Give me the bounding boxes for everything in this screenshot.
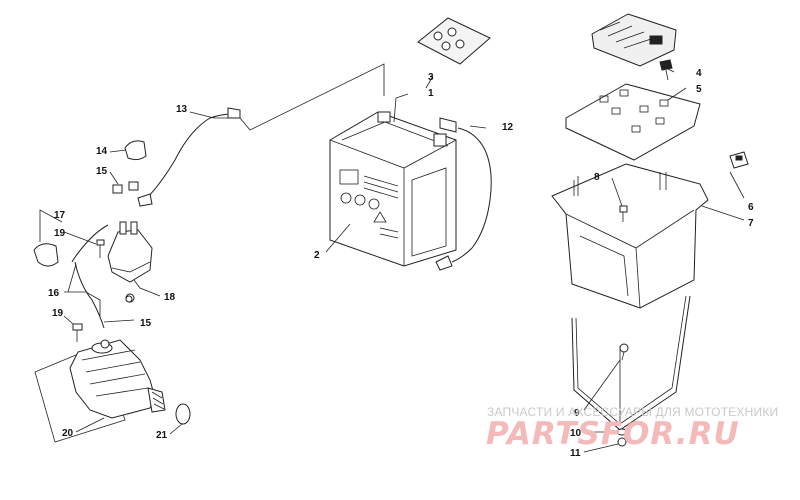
callout-12: 12 bbox=[502, 122, 514, 133]
battery-warning-labels bbox=[339, 169, 399, 239]
screw-19-upper bbox=[96, 239, 105, 258]
cover-knob bbox=[659, 59, 673, 81]
battery-tray bbox=[551, 163, 709, 309]
terminal-cap bbox=[124, 140, 147, 161]
battery-cover bbox=[565, 83, 701, 161]
callout-21: 21 bbox=[156, 430, 168, 441]
callout-2: 2 bbox=[314, 250, 320, 261]
watermark-tagline: ЗАПЧАСТИ И АКСЕССУАРЫ ДЛЯ МОТОТЕХНИКИ bbox=[487, 405, 779, 419]
callout-3: 3 bbox=[428, 72, 434, 83]
callout-1: 1 bbox=[428, 88, 434, 99]
leader-lines bbox=[39, 63, 745, 453]
callout-17: 17 bbox=[54, 210, 66, 221]
fuse-box bbox=[591, 13, 677, 67]
solenoid-cable bbox=[33, 224, 109, 329]
starter-motor bbox=[34, 339, 166, 443]
callout-19-lower: 19 bbox=[52, 308, 64, 319]
callout-8: 8 bbox=[594, 172, 600, 183]
positive-cable bbox=[137, 107, 241, 207]
callout-19-upper: 19 bbox=[54, 228, 66, 239]
callout-20: 20 bbox=[62, 428, 74, 439]
callout-14: 14 bbox=[96, 146, 108, 157]
callout-9: 9 bbox=[574, 408, 580, 419]
terminal-bracket bbox=[417, 17, 491, 65]
battery bbox=[329, 111, 457, 267]
callout-18: 18 bbox=[164, 292, 176, 303]
callout-6: 6 bbox=[748, 202, 754, 213]
callout-15-lower: 15 bbox=[140, 318, 152, 329]
negative-cable bbox=[435, 117, 492, 271]
callout-15-upper: 15 bbox=[96, 166, 108, 177]
nut-15-upper bbox=[112, 181, 139, 194]
callout-13: 13 bbox=[176, 104, 188, 115]
clip-6 bbox=[729, 151, 749, 169]
callout-7: 7 bbox=[748, 218, 754, 229]
callout-10: 10 bbox=[570, 428, 582, 439]
screw-8 bbox=[619, 205, 628, 222]
watermark-logo: PARTSFOR.RU bbox=[486, 416, 740, 452]
nut-11 bbox=[617, 437, 627, 447]
nut-15-lower bbox=[125, 295, 133, 303]
callout-5: 5 bbox=[696, 84, 702, 95]
screw-19-lower bbox=[72, 323, 83, 342]
callout-labels: 1 2 3 4 5 6 7 8 9 10 11 12 13 14 15 15 1… bbox=[48, 68, 754, 459]
callout-11: 11 bbox=[570, 448, 581, 459]
gear-o-ring bbox=[175, 403, 191, 425]
callout-16: 16 bbox=[48, 288, 60, 299]
strap-fastener-9 bbox=[619, 343, 629, 361]
callout-4: 4 bbox=[696, 68, 702, 79]
